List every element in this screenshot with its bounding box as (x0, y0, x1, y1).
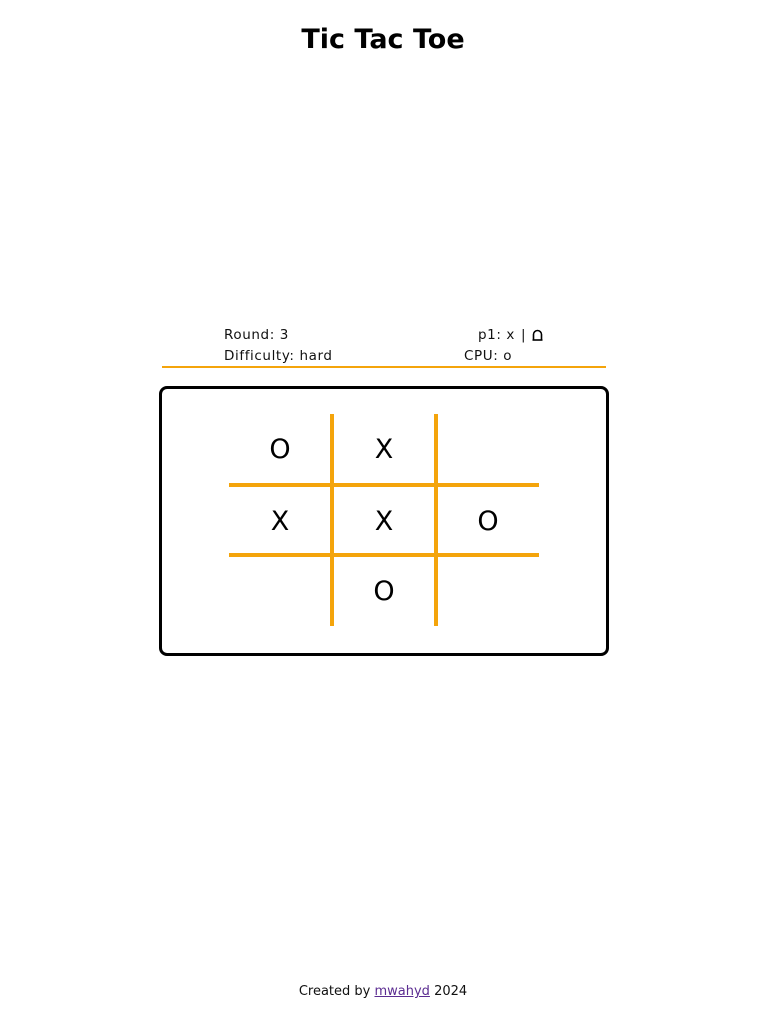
player-info: p1: x | (478, 326, 543, 344)
round-counter: Round: 3 (224, 327, 289, 343)
board-frame (159, 386, 609, 656)
difficulty-label: Difficulty: hard (224, 348, 333, 364)
board-cell[interactable]: O (269, 433, 291, 465)
grid-line-horizontal (229, 483, 539, 487)
home-icon[interactable] (532, 328, 543, 341)
board-cell[interactable] (229, 556, 331, 626)
footer-year: 2024 (434, 984, 468, 999)
grid-line-vertical (434, 414, 438, 626)
game-board: O X X X O O (229, 414, 539, 626)
player-label: p1: x (478, 327, 515, 343)
status-divider (162, 366, 606, 368)
author-link[interactable]: mwahyd (374, 984, 430, 999)
grid-line-vertical (330, 414, 334, 626)
board-cell[interactable]: O (373, 575, 395, 607)
board-cell[interactable]: X (270, 505, 290, 537)
grid-line-horizontal (229, 553, 539, 557)
board-cell[interactable]: X (374, 505, 394, 537)
board-cell[interactable]: O (477, 505, 499, 537)
footer: Created by mwahyd 2024 (0, 983, 766, 1001)
board-cell[interactable]: X (374, 433, 394, 465)
board-cell[interactable] (437, 556, 539, 626)
cpu-label: CPU: o (464, 348, 513, 364)
board-cell[interactable] (437, 414, 539, 484)
separator: | (521, 327, 527, 343)
page-title: Tic Tac Toe (301, 24, 465, 55)
footer-prefix: Created by (298, 984, 371, 999)
